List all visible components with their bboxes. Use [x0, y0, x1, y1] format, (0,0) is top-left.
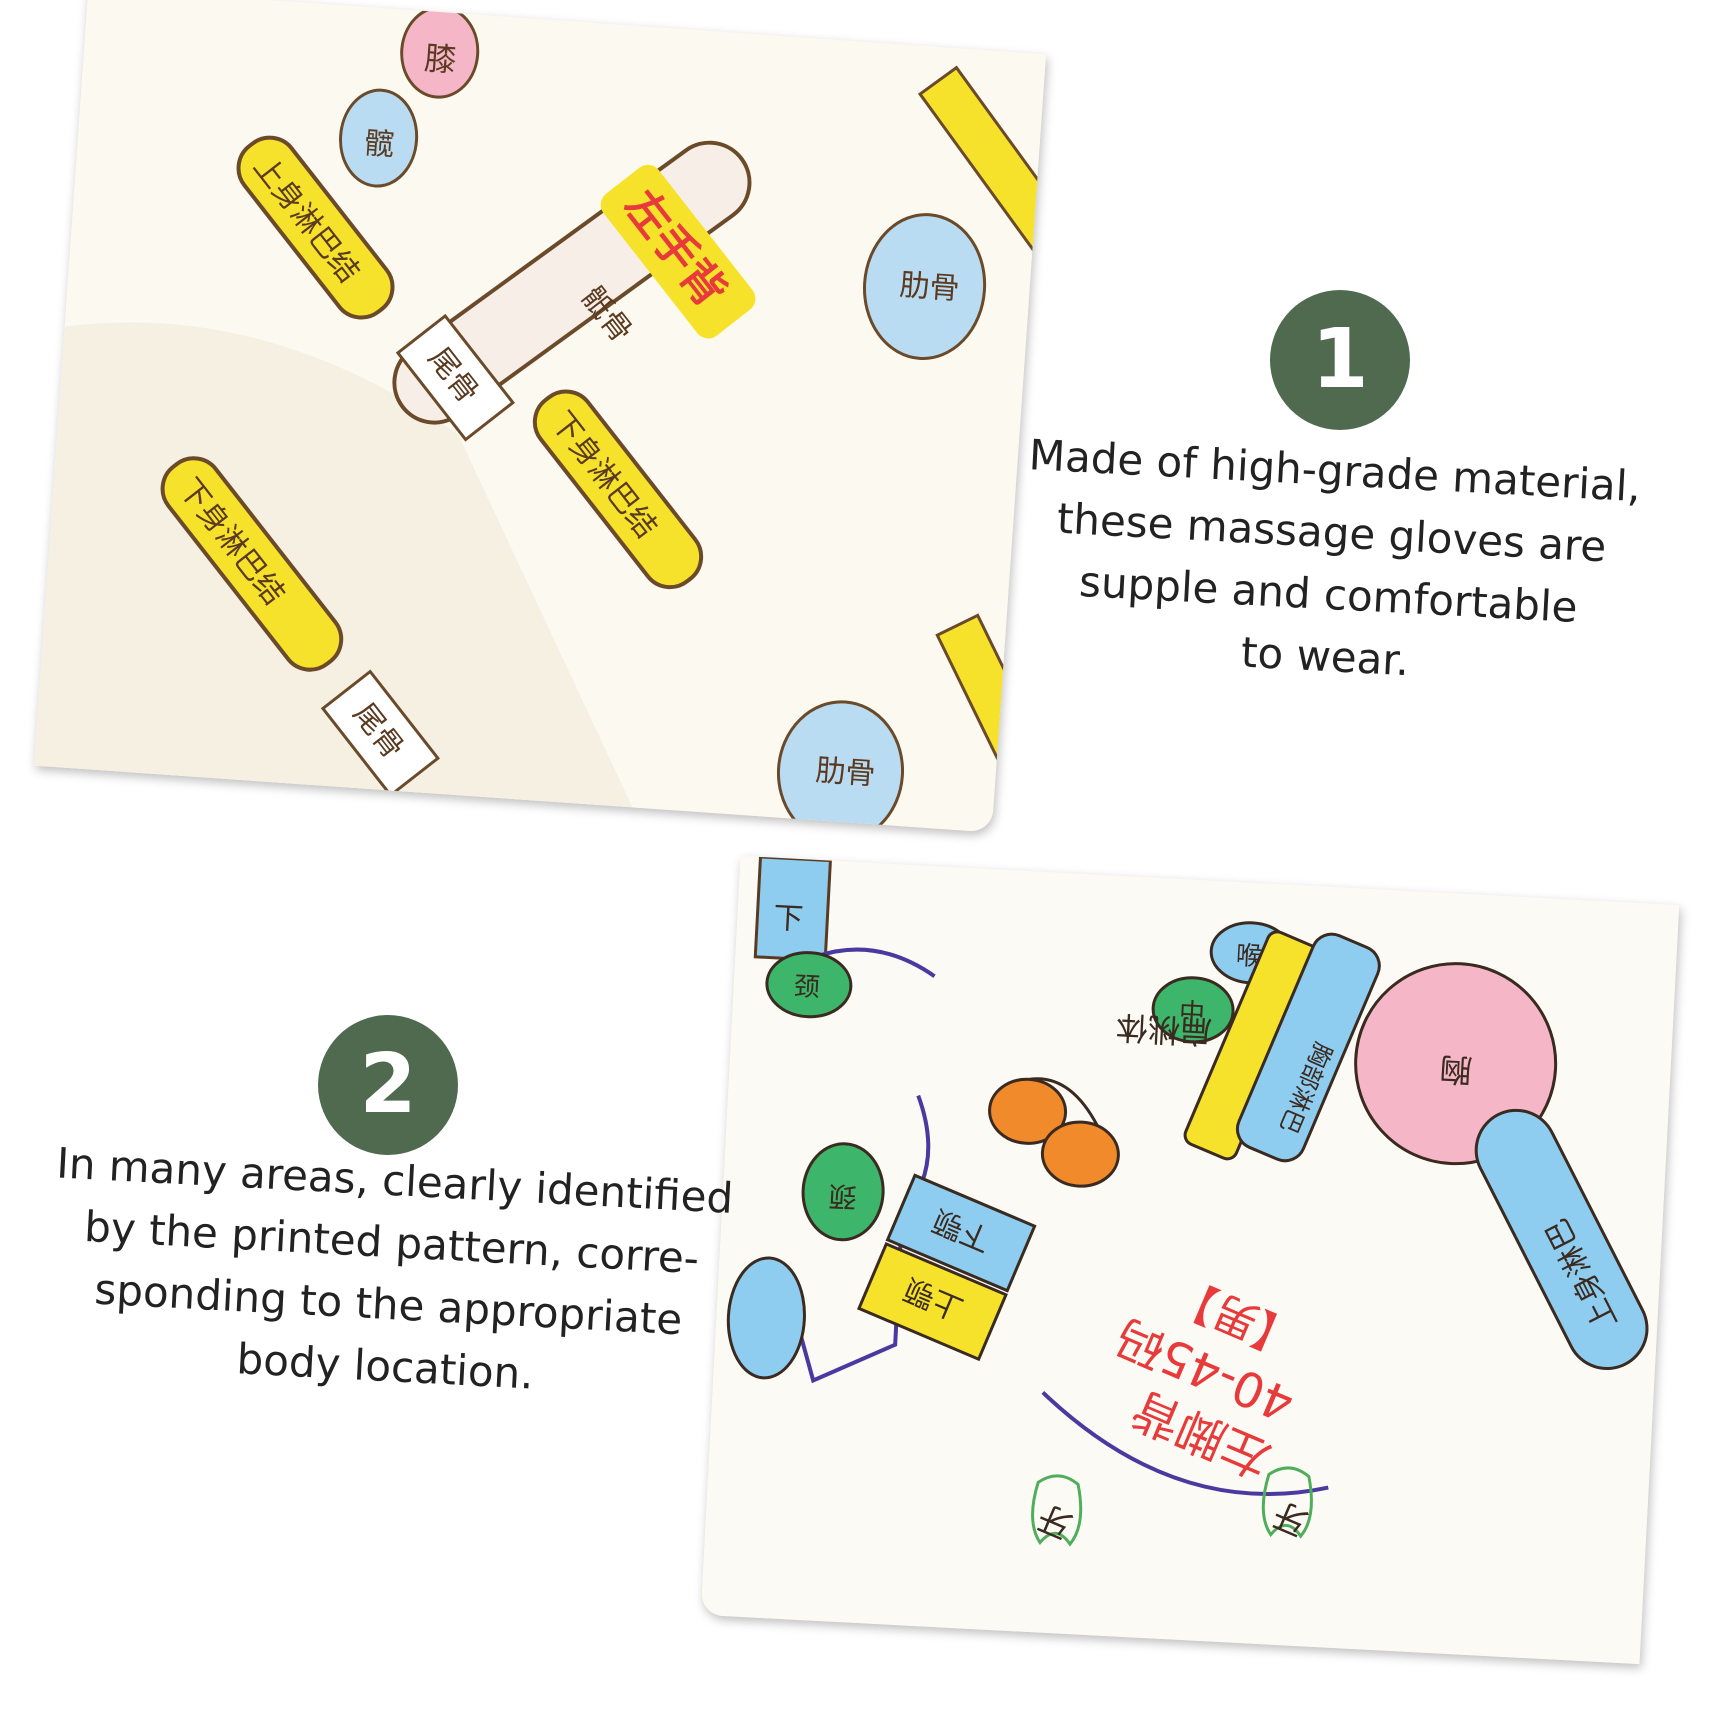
- knee-label: 膝: [423, 39, 458, 79]
- mid-label: 中: [1178, 998, 1206, 1029]
- tooth-icon-left: [1031, 1474, 1083, 1547]
- rib-label: 肋骨: [898, 268, 960, 307]
- step-2-number: 2: [359, 1037, 417, 1132]
- hand-glove-illustration: 膝 髋 上身淋巴结 尾骨 下身淋巴结 左手背 骶骨 肋骨: [33, 0, 1047, 833]
- step-1-badge: 1: [1270, 290, 1410, 430]
- foot-sock-illustration: 下 颈 喉 中 胸部淋巴 胸 上身淋巴 扁桃体 颈: [700, 855, 1680, 1665]
- rib-label-2: 肋骨: [814, 753, 876, 792]
- hip-label: 髋: [363, 126, 395, 163]
- chest-label: 胸: [1439, 1050, 1473, 1090]
- neck-label-2: 颈: [793, 972, 821, 1003]
- lower-top-label: 下: [772, 901, 804, 938]
- sock-foot-photo: 下 颈 喉 中 胸部淋巴 胸 上身淋巴 扁桃体 颈: [700, 855, 1680, 1665]
- step-1-number: 1: [1311, 312, 1369, 407]
- caption-2: In many areas, clearly identified by the…: [34, 1132, 746, 1416]
- tonsil-label: 扁桃体: [1115, 1008, 1213, 1051]
- tooth-icon-right: [1261, 1466, 1313, 1539]
- glove-hand-photo: 膝 髋 上身淋巴结 尾骨 下身淋巴结 左手背 骶骨 肋骨: [33, 0, 1047, 833]
- caption-1: Made of high-grade material, these massa…: [1014, 424, 1646, 704]
- step-2-badge: 2: [318, 1015, 458, 1155]
- neck-label: 颈: [828, 1179, 858, 1213]
